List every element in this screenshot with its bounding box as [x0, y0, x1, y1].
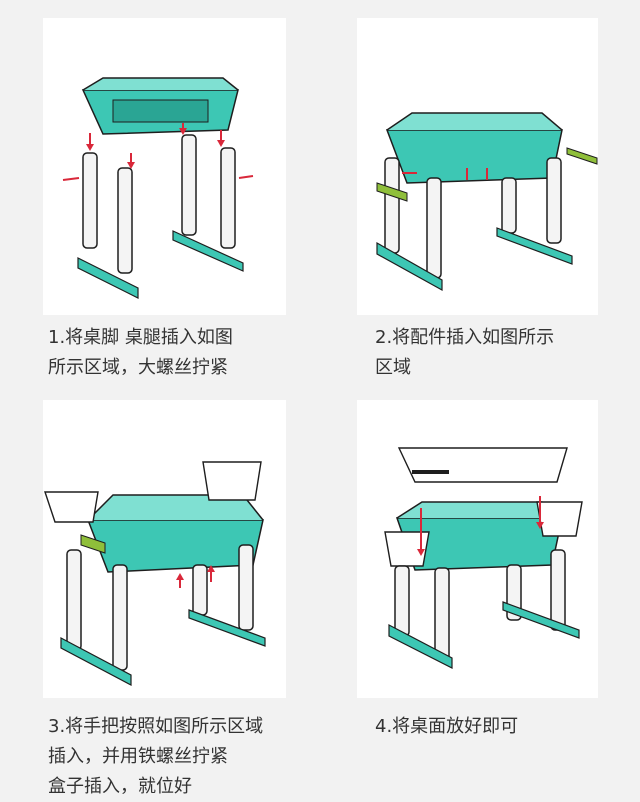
step-3-illustration: [43, 400, 286, 698]
step-1-caption: 1.将桌脚 桌腿插入如图 所示区域，大螺丝拧紧: [48, 323, 233, 383]
step-3-caption-line-1: 3.将手把按照如图所示区域: [48, 716, 264, 737]
step-1-illustration: [43, 18, 286, 315]
step-4-drawing: [384, 447, 583, 669]
assembly-instructions: 1.将桌脚 桌腿插入如图 所示区域，大螺丝拧紧 2.将配件插入如图所示 区域: [43, 18, 598, 797]
step-4-caption: 4.将桌面放好即可: [375, 712, 518, 742]
step-4-caption-line-1: 4.将桌面放好即可: [375, 716, 519, 737]
step-2-caption: 2.将配件插入如图所示 区域: [375, 323, 554, 383]
step-3-drawing: [44, 461, 266, 686]
step-3-caption-line-2: 插入，并用铁螺丝拧紧: [48, 746, 228, 767]
step-2-drawing: [376, 112, 598, 292]
step-2-illustration: [357, 18, 598, 315]
step-3-caption: 3.将手把按照如图所示区域 插入，并用铁螺丝拧紧 盒子插入，就位好: [48, 712, 263, 802]
step-2-caption-line-2: 区域: [375, 357, 411, 378]
step-1-caption-line-1: 1.将桌脚 桌腿插入如图: [48, 327, 233, 348]
step-4-illustration: [357, 400, 598, 698]
step-2-caption-line-1: 2.将配件插入如图所示: [375, 327, 555, 348]
step-1-drawing: [62, 77, 254, 299]
step-3-caption-line-3: 盒子插入，就位好: [48, 776, 192, 797]
step-1-caption-line-2: 所示区域，大螺丝拧紧: [48, 357, 228, 378]
